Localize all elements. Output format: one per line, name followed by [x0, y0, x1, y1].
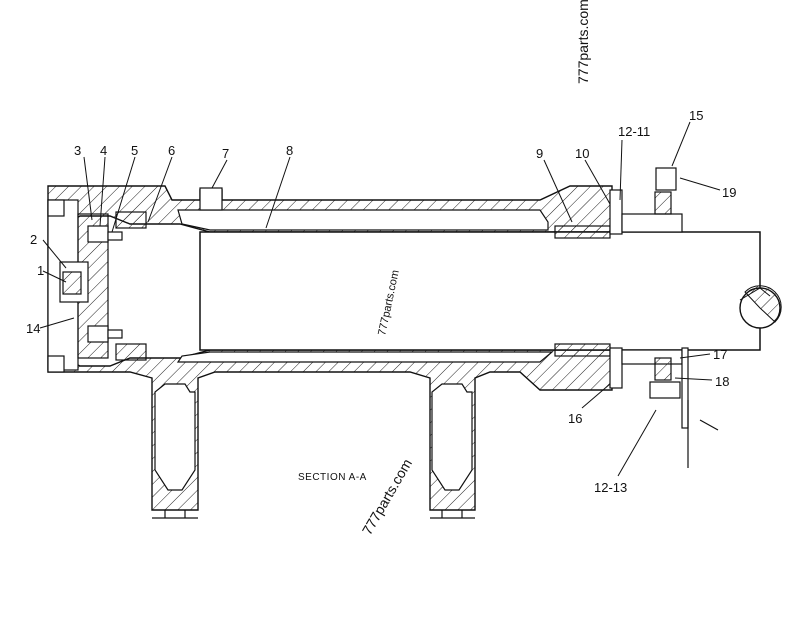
- callout-10: 10: [575, 146, 589, 161]
- leader-lines: [39, 121, 721, 477]
- callout-14: 14: [26, 321, 40, 336]
- section-caption: SECTION A-A: [298, 472, 367, 483]
- watermark-top: 777parts.com: [575, 0, 591, 84]
- callout-6: 6: [168, 143, 175, 158]
- callout-16: 16: [568, 411, 582, 426]
- callout-3: 3: [74, 143, 81, 158]
- callout-1: 1: [37, 263, 44, 278]
- callout-12-13: 12-13: [594, 480, 627, 495]
- callout-labels: 1 2 3 4 5 6 7 8 9 10 12-11 15 19 14 17 1…: [26, 108, 736, 495]
- callout-2: 2: [30, 232, 37, 247]
- callout-4: 4: [100, 143, 107, 158]
- callout-19: 19: [722, 185, 736, 200]
- right-seal-assembly: [554, 167, 719, 468]
- callout-9: 9: [536, 146, 543, 161]
- end-cap: [47, 187, 223, 373]
- mount-legs: [152, 383, 475, 519]
- callout-5: 5: [131, 143, 138, 158]
- callout-7: 7: [222, 146, 229, 161]
- callout-12-11: 12-11: [618, 124, 650, 139]
- callout-8: 8: [286, 143, 293, 158]
- shaft: [199, 231, 782, 351]
- callout-18: 18: [715, 374, 729, 389]
- watermark-bottom: 777parts.com: [359, 456, 415, 537]
- callout-15: 15: [689, 108, 703, 123]
- callout-17: 17: [713, 347, 727, 362]
